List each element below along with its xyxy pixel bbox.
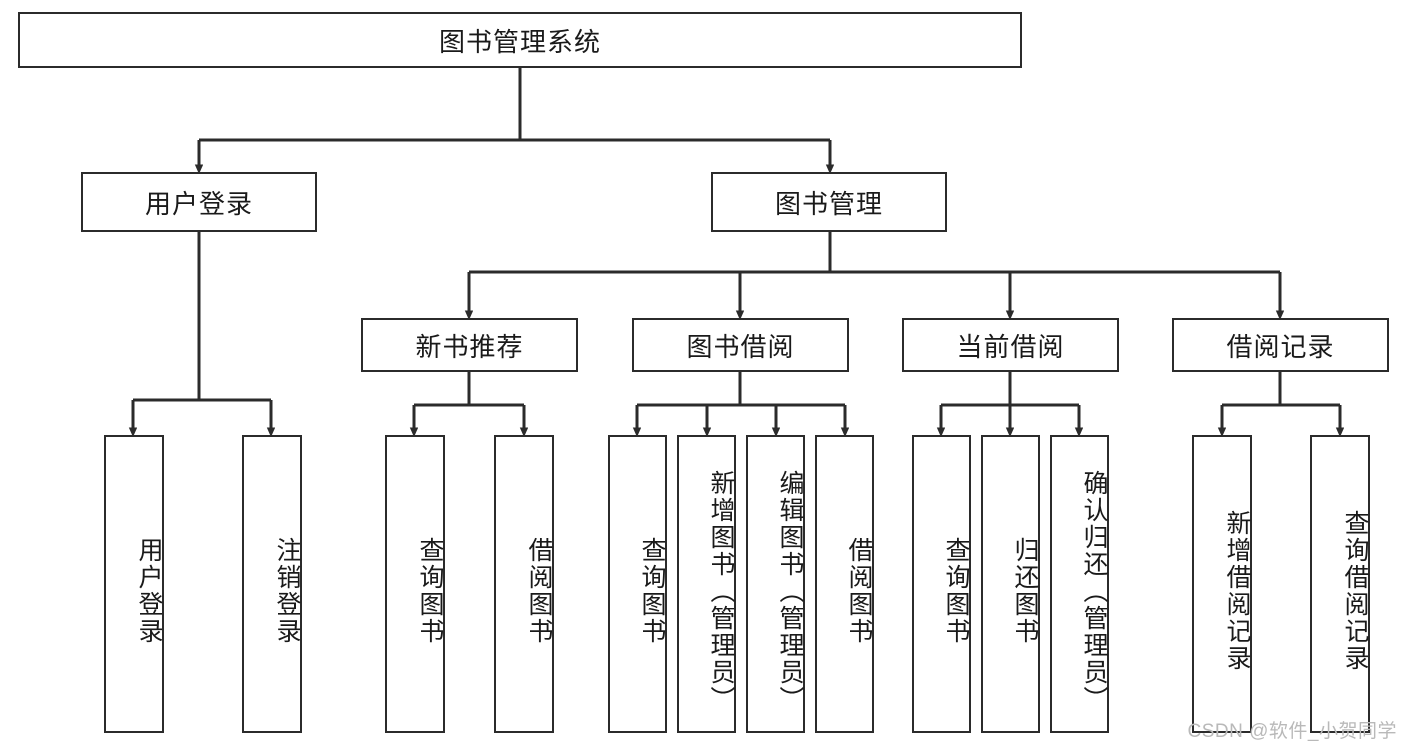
node-label: 借阅图书 xyxy=(845,537,873,645)
node-label: 用户登录 xyxy=(135,537,163,645)
leaf-borrow-edit-book-admin[interactable]: 编辑图书（管理员） xyxy=(746,435,805,733)
leaf-current-confirm-return-admin[interactable]: 确认归还（管理员） xyxy=(1050,435,1109,733)
node-label: 图书管理 xyxy=(774,188,883,219)
node-borrow-record[interactable]: 借阅记录 xyxy=(1172,318,1389,372)
node-label: 图书借阅 xyxy=(686,331,795,362)
node-label: 借阅图书 xyxy=(525,537,553,645)
node-label: 新增借阅记录 xyxy=(1223,510,1251,672)
leaf-user-login-logout[interactable]: 注销登录 xyxy=(242,435,302,733)
node-label: 编辑图书（管理员） xyxy=(776,469,804,713)
node-label: 新书推荐 xyxy=(415,331,524,362)
leaf-borrow-query-book[interactable]: 查询图书 xyxy=(608,435,667,733)
node-book-management[interactable]: 图书管理 xyxy=(711,172,947,232)
leaf-borrow-borrow-book[interactable]: 借阅图书 xyxy=(815,435,874,733)
node-label: 查询图书 xyxy=(638,537,666,645)
node-label: 归还图书 xyxy=(1011,537,1039,645)
node-label: 查询图书 xyxy=(942,537,970,645)
node-label: 图书管理系统 xyxy=(438,26,601,57)
node-label: 注销登录 xyxy=(273,537,301,645)
node-book-borrow[interactable]: 图书借阅 xyxy=(632,318,849,372)
leaf-new-book-borrow[interactable]: 借阅图书 xyxy=(494,435,554,733)
node-label: 用户登录 xyxy=(144,188,253,219)
node-user-login[interactable]: 用户登录 xyxy=(81,172,317,232)
node-label: 查询图书 xyxy=(416,537,444,645)
node-label: 借阅记录 xyxy=(1226,331,1335,362)
leaf-borrow-add-book-admin[interactable]: 新增图书（管理员） xyxy=(677,435,736,733)
node-label: 新增图书（管理员） xyxy=(707,469,735,713)
node-label: 当前借阅 xyxy=(956,331,1065,362)
leaf-record-add-record[interactable]: 新增借阅记录 xyxy=(1192,435,1252,733)
leaf-current-query-book[interactable]: 查询图书 xyxy=(912,435,971,733)
node-label: 查询借阅记录 xyxy=(1341,510,1369,672)
watermark-text: CSDN @软件_小贺同学 xyxy=(1187,721,1397,742)
leaf-new-book-query[interactable]: 查询图书 xyxy=(385,435,445,733)
node-current-borrow[interactable]: 当前借阅 xyxy=(902,318,1119,372)
leaf-record-query-record[interactable]: 查询借阅记录 xyxy=(1310,435,1370,733)
node-root-system[interactable]: 图书管理系统 xyxy=(18,12,1022,68)
node-new-book-recommend[interactable]: 新书推荐 xyxy=(361,318,578,372)
leaf-user-login-login[interactable]: 用户登录 xyxy=(104,435,164,733)
leaf-current-return-book[interactable]: 归还图书 xyxy=(981,435,1040,733)
node-label: 确认归还（管理员） xyxy=(1080,469,1108,713)
